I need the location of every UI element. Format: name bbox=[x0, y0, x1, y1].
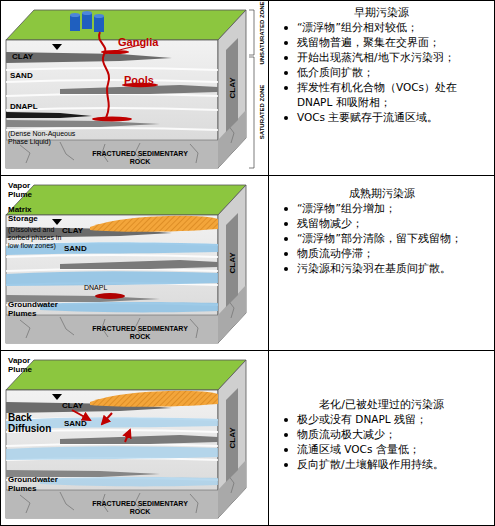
layer-label: CLAY bbox=[62, 226, 83, 235]
ganglia-path bbox=[99, 32, 109, 118]
cell-heading: 早期污染源 bbox=[269, 5, 494, 20]
bullet-item: 污染源和污染羽在基质间扩散。 bbox=[269, 261, 494, 276]
bullet-item: 残留物普遍，聚集在交界面； bbox=[269, 35, 494, 50]
vapor-plume bbox=[90, 391, 218, 407]
layer-label: CLAY bbox=[62, 401, 83, 410]
callout-label: Vapor Plume bbox=[8, 181, 53, 199]
dnapl-lens bbox=[6, 112, 92, 118]
table-frame bbox=[0, 1, 269, 526]
cell-heading: 老化/已被处理过的污染源 bbox=[269, 397, 494, 412]
callout-label: Ganglia bbox=[118, 36, 158, 48]
cell-heading: 成熟期污染源 bbox=[269, 186, 494, 201]
bullet-item: 反向扩散/土壤解吸作用持续。 bbox=[269, 457, 494, 472]
callout-label: DNAPL bbox=[84, 284, 107, 292]
callout-label: Matrix Storage bbox=[8, 205, 56, 223]
bullet-item: 物质流动停滞； bbox=[269, 246, 494, 261]
layer-label: SAND bbox=[10, 71, 33, 80]
layer-label: CLAY bbox=[228, 252, 237, 273]
zone-label: SATURATED ZONE bbox=[259, 85, 266, 139]
vapor-plume bbox=[90, 216, 218, 232]
zone-bracket bbox=[249, 10, 254, 168]
bullet-item: VOCs 主要赋存于流通区域。 bbox=[269, 110, 494, 125]
bullet-item: “漂浮物”组分增加； bbox=[269, 201, 494, 216]
dnapl-pool bbox=[95, 293, 125, 299]
early-source-block bbox=[6, 10, 254, 168]
bullet-item: 物质流动极大减少； bbox=[269, 427, 494, 442]
description-cell: 早期污染源“漂浮物”组分相对较低；残留物普遍，聚集在交界面；开始出现蒸汽相/地下… bbox=[268, 0, 495, 176]
callout-label: Groundwater Plumes bbox=[8, 300, 70, 318]
callout-label: Back Diffusion bbox=[8, 412, 60, 434]
callout-label: Pools bbox=[124, 74, 154, 86]
pool bbox=[101, 50, 129, 54]
callout-label: DNAPL bbox=[10, 102, 38, 111]
bullet-item: 极少或没有 DNAPL 残留； bbox=[269, 412, 494, 427]
layer-label: SAND bbox=[64, 244, 87, 253]
callout-label: Vapor Plume bbox=[8, 356, 53, 374]
layer-label: FRACTURED SEDIMENTARY ROCK bbox=[92, 150, 188, 166]
description-cell: 成熟期污染源“漂浮物”组分增加；残留物减少；“漂浮物”部分清除，留下残留物；物质… bbox=[268, 175, 495, 351]
layer-label: CLAY bbox=[12, 52, 33, 61]
bullet-item: “漂浮物”部分清除，留下残留物； bbox=[269, 231, 494, 246]
aged-source-block bbox=[6, 360, 246, 518]
layer-label: CLAY bbox=[228, 77, 237, 98]
description-cell: 老化/已被处理过的污染源极少或没有 DNAPL 残留；物质流动极大减少；流通区域… bbox=[268, 350, 495, 526]
layer-label: SAND bbox=[64, 419, 87, 428]
note-label: (Dissolved and sorbed phases in low flow… bbox=[8, 226, 62, 250]
zone-label: UNSATURATED ZONE bbox=[259, 1, 266, 64]
note-label: (Dense Non-Aqueous Phase Liquid) bbox=[8, 130, 80, 146]
bullet-item: 开始出现蒸汽相/地下水污染羽； bbox=[269, 50, 494, 65]
bullet-item: “漂浮物”组分相对较低； bbox=[269, 20, 494, 35]
callout-label: Groundwater Plumes bbox=[8, 475, 70, 493]
bullet-item: 残留物减少； bbox=[269, 216, 494, 231]
bullet-item: 流通区域 VOCs 含量低； bbox=[269, 442, 494, 457]
drum-symbols bbox=[70, 11, 104, 32]
mature-source-block bbox=[6, 185, 246, 343]
layer-label: FRACTURED SEDIMENTARY ROCK bbox=[92, 325, 188, 341]
bullet-item: 低介质间扩散； bbox=[269, 65, 494, 80]
layer-label: CLAY bbox=[228, 427, 237, 448]
pool bbox=[92, 117, 132, 122]
layer-label: FRACTURED SEDIMENTARY ROCK bbox=[92, 500, 188, 516]
bullet-item: 挥发性有机化合物（VOCs）处在 DNAPL 和吸附相； bbox=[269, 80, 494, 110]
